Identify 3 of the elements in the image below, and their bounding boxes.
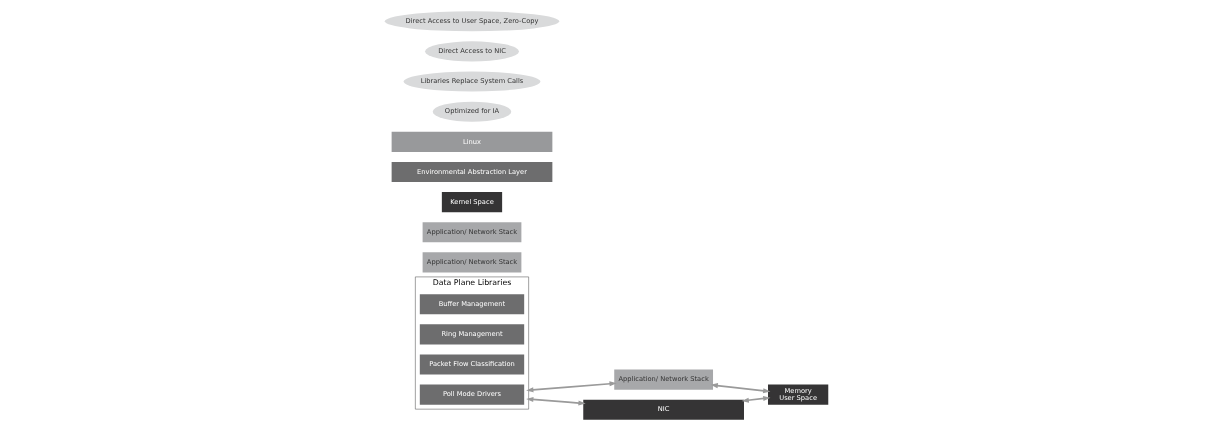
- arrow: [525, 396, 586, 406]
- arrow: [710, 382, 770, 393]
- arrow: [525, 380, 617, 392]
